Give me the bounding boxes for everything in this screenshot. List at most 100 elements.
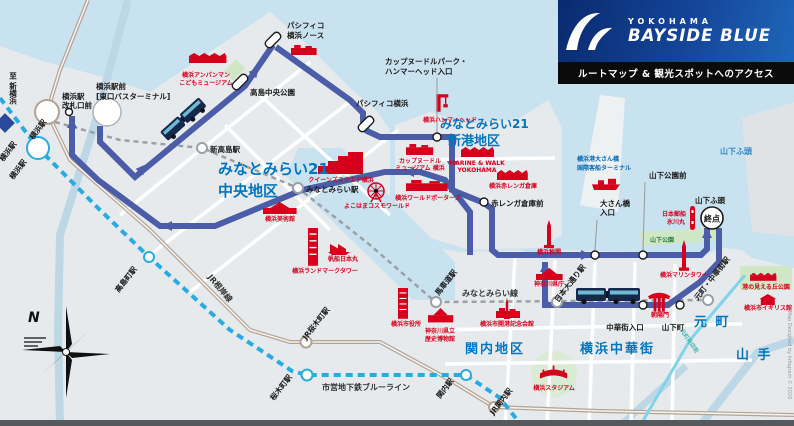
lm-label-osanbashi-terminal-2: 国際客船ターミナル	[577, 164, 631, 172]
lm-label-nippon-maru: 帆船日本丸	[328, 255, 359, 263]
stop-label-osanbashi-1: 大さん橋	[600, 198, 630, 208]
district-kannai: 関内地区	[465, 341, 525, 357]
brand-header: YOKOHAMA BAYSIDE BLUE ルートマップ & 観光スポットへのア…	[558, 0, 794, 84]
district-shinko-line1: みなとみらい21	[440, 117, 529, 131]
expressway-2	[696, 336, 794, 426]
lm-label-marine-walk-1: MARINE & WALK	[449, 160, 505, 167]
station-sakuragicho-jr	[299, 335, 313, 349]
lm-label-choyomon: 朝陽門	[651, 311, 669, 319]
british-house-shape	[759, 294, 777, 305]
stop-pacifico	[357, 115, 375, 133]
queens-square-icon	[318, 152, 363, 174]
lm-label-hikawamaru-1: 日本郵船	[662, 210, 686, 218]
stop-label-cupnoodle-2: ハンマーヘッド入口	[385, 67, 453, 76]
leader-osanbashi	[594, 219, 598, 251]
landmark-tower-icon	[308, 228, 318, 266]
station-label-shin-takashima: 新高島駅	[210, 144, 240, 154]
station-yokohama-subway	[26, 136, 50, 160]
lm-label-rekishi-1: 神奈川県立	[425, 327, 455, 335]
lm-label-anpanman-2: こどもミュージアム	[179, 79, 232, 87]
district-yamate: 山 手	[736, 347, 773, 363]
bus-illustration-1	[160, 98, 206, 141]
lm-label-marine-walk-2: YOKOHAMA	[457, 167, 497, 174]
bus-illustration-2	[576, 288, 640, 305]
stop-label-cupnoodle-1: カップヌードルパーク・	[385, 56, 467, 66]
mainland	[0, 12, 794, 426]
subway-blue-line	[0, 96, 524, 426]
district-chinatown: 横浜中華街	[580, 341, 655, 357]
takashima-park-green	[224, 59, 246, 81]
map-credit: Map Designed by Infogram © 2020	[786, 311, 793, 400]
header-tagline-bar: ルートマップ & 観光スポットへのアクセス	[558, 62, 794, 84]
yamashita-park-green	[640, 228, 718, 246]
lm-label-landmark-tower: 横浜ランドマークタワー	[292, 267, 358, 275]
brand-top-label: YOKOHAMA	[628, 17, 712, 26]
stop-yamashita-cho	[675, 300, 685, 310]
station-kannai-subway	[460, 369, 472, 381]
stop-label-akarenga-mae: 赤レンガ倉庫前	[491, 198, 544, 208]
stop-pacifico-north	[264, 31, 282, 49]
label-to-shinyokohama: 至 新横浜	[8, 72, 17, 106]
stop-label-kaisatsu-1: 横浜駅	[62, 91, 85, 101]
lm-label-hikawamaru-2: 氷川丸	[666, 218, 686, 226]
stop-label-terminal-2: [東口バスターミナル]	[96, 91, 170, 101]
leader-yamashita-koen-mae	[642, 181, 646, 251]
district-shinko-line2: 新港地区	[448, 133, 500, 149]
lm-label-kencho: 神奈川県庁	[534, 280, 564, 288]
station-kannai-jr	[488, 401, 500, 413]
stop-label-pacifico-north-2: 横浜ノース	[287, 30, 324, 40]
station-takashimacho	[143, 251, 155, 263]
station-shin-takashima	[196, 142, 208, 154]
lm-label-zeikan: 横浜税関	[537, 248, 561, 256]
stop-akarenga-mae	[479, 197, 489, 207]
label-yamashita-park: 山下公園	[650, 236, 674, 244]
stop-label-takashima-chuo-koen: 高島中央公園	[250, 87, 295, 97]
brand-text-block: YOKOHAMA BAYSIDE BLUE	[628, 17, 771, 45]
station-label-minatomirai: みなとみらい駅	[306, 185, 359, 194]
lm-label-akarenga: 横浜赤レンガ倉庫	[489, 182, 537, 190]
station-sakuragicho-subway	[300, 368, 314, 382]
bottom-border-strip	[0, 420, 794, 426]
line-label-subway-blue: 市営地下鉄ブルーライン	[322, 382, 410, 392]
station-motomachi-chukagai	[702, 294, 714, 306]
stop-label-kaisatsu-2: 改札口前	[62, 100, 92, 110]
district-motomachi: 元 町	[694, 315, 731, 330]
label-yamashita-pier-area: 山下ふ頭	[720, 146, 753, 156]
lm-label-hammerhead: 横浜ハンマーヘッド	[423, 116, 477, 124]
stop-terminus-circle	[700, 206, 724, 230]
stop-label-pacifico: パシフィコ横浜	[356, 98, 409, 108]
brand-header-top: YOKOHAMA BAYSIDE BLUE	[558, 0, 794, 62]
stop-osanbashi-iriguchi	[590, 250, 600, 260]
expressway	[53, 0, 132, 426]
lm-label-harbor-view: 港の見える丘公園	[742, 283, 790, 291]
lm-label-stadium: 横浜スタジアム	[533, 384, 575, 392]
lm-label-cosmo: よこはまコスモワールド	[344, 202, 410, 210]
stop-label-yamashita-koen-mae: 山下公園前	[649, 170, 687, 180]
lm-label-cupnoodle-1: カップヌードル	[399, 157, 441, 165]
compass-n-label: N	[28, 310, 40, 326]
district-chuo-line1: みなとみらい21	[218, 160, 329, 178]
lm-label-british-house: 横浜市イギリス館	[744, 304, 792, 312]
station-nihon-odori	[551, 296, 563, 308]
brand-main-label: BAYSIDE BLUE	[628, 26, 771, 45]
station-bashamichi	[430, 296, 442, 308]
stop-yamashita-koen-mae	[638, 250, 648, 260]
lm-label-cupnoodle-2: ミュージアム 横浜	[395, 164, 445, 172]
lm-label-osanbashi-terminal-1: 横浜港大さん橋	[577, 155, 620, 163]
stop-label-yamashita-futo: 山下ふ頭	[695, 195, 725, 205]
stop-label-terminal-1: 横浜駅前	[96, 81, 126, 91]
bayside-blue-logo-icon	[566, 12, 612, 50]
stop-kaisatsu	[64, 107, 74, 117]
lm-label-anpanman-1: 横浜アンパンマン	[182, 71, 230, 79]
hikawamaru-ship-icon	[690, 206, 695, 230]
district-chuo-line2: 中央地区	[218, 182, 278, 200]
stop-takashima-chuo-koen	[231, 73, 249, 91]
lm-label-kaiko-kinen: 横浜市開港記念会館	[480, 320, 534, 328]
stop-label-chukagai-iriguchi: 中華街入口	[606, 322, 644, 332]
line-label-minatomirai: みなとみらい線	[462, 288, 518, 298]
city-hall-icon	[398, 288, 408, 319]
stop-cupnoodle-hammerhead	[432, 132, 442, 142]
lm-label-marine-tower: 横浜マリンタワー	[660, 271, 708, 279]
lm-label-world-porters: 横浜ワールドポーターズ	[395, 194, 461, 202]
